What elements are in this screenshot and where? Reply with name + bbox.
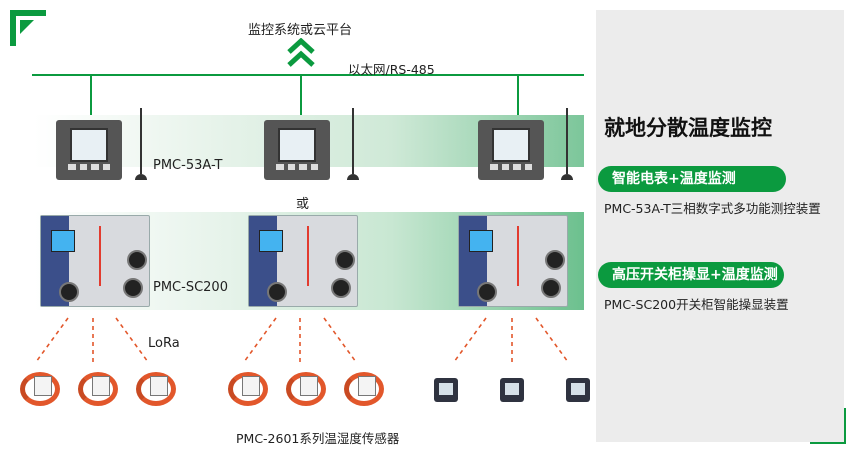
clamp-sensor-5 [286,372,326,406]
bus-line [32,74,584,76]
lora-links [35,317,569,363]
clamp-sensor-4 [228,372,268,406]
meter-device-2 [264,120,330,180]
meter-model-label: PMC-53A-T [153,158,223,173]
double-chevron-up-icon [287,38,315,67]
bus-drop-2 [300,75,302,115]
bus-label: 以太网/RS-485 [348,62,435,77]
or-label: 或 [296,197,310,212]
switchgear-display-3 [458,215,568,307]
top-left-corner-bracket-icon [10,10,46,46]
bus-drop-1 [90,75,92,115]
clamp-sensor-3 [136,372,176,406]
antenna-icon [566,108,568,174]
clamp-sensor-1 [20,372,60,406]
right-info-panel [596,10,844,442]
monitoring-platform-label: 监控系统或云平台 [248,23,353,38]
sensor-series-label: PMC-2601系列温湿度传感器 [236,431,400,446]
right-panel-title: 就地分散温度监控 [604,116,772,140]
meter-device-3 [478,120,544,180]
feature-pill-meter: 智能电表+温度监测 [598,166,786,192]
lora-label: LoRa [148,336,180,351]
bus-drop-3 [517,75,519,115]
box-sensor-3 [566,378,590,402]
clamp-sensor-2 [78,372,118,406]
feature-desc-meter: PMC-53A-T三相数字式多功能测控装置 [604,201,821,216]
clamp-sensor-6 [344,372,384,406]
switchgear-display-2 [248,215,358,307]
switchgear-model-label: PMC-SC200 [153,280,228,295]
feature-desc-switchgear: PMC-SC200开关柜智能操显装置 [604,297,789,312]
antenna-icon [140,108,142,174]
box-sensor-2 [500,378,524,402]
antenna-icon [352,108,354,174]
box-sensor-1 [434,378,458,402]
meter-device-1 [56,120,122,180]
switchgear-display-1 [40,215,150,307]
feature-pill-switchgear: 高压开关柜操显+温度监测 [598,262,784,288]
